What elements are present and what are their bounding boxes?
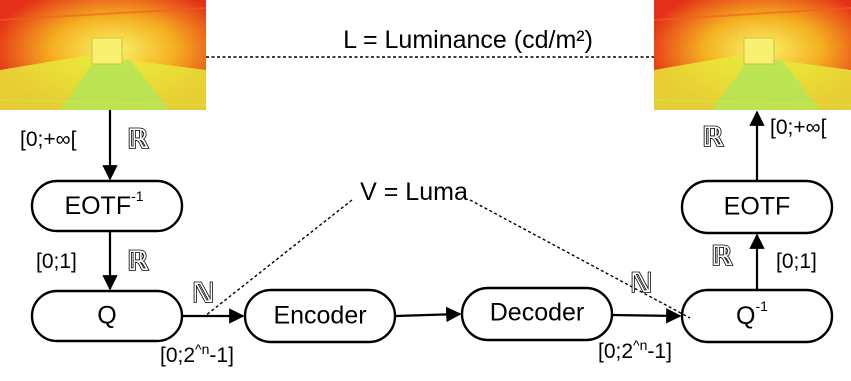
- decoder-label: Decoder: [490, 299, 585, 327]
- range-output-luminance: [0;+∞[: [770, 116, 827, 139]
- luminance-annotation: L = Luminance (cd/m²): [343, 26, 593, 54]
- range-quantized-out: [0;2^n-1]: [160, 341, 234, 367]
- quantizer-node: Q: [30, 289, 184, 343]
- svg-text:EOTF-1: EOTF-1: [64, 188, 143, 220]
- output-hdr-image: [653, 0, 851, 110]
- eotf-inverse-superscript: -1: [131, 188, 144, 204]
- dequantizer-label: Q: [736, 302, 755, 330]
- arrow-encoder-to-decoder: [394, 306, 462, 323]
- natural-set-symbol-decoded: ℕ: [630, 268, 653, 299]
- luma-annotation: V = Luma: [360, 178, 468, 206]
- eotf-inverse-label: EOTF: [64, 192, 131, 220]
- eotf-inverse-node: EOTF-1: [30, 179, 184, 233]
- range-normalized-out: [0;1]: [776, 250, 817, 273]
- dequantizer-superscript: -1: [756, 298, 769, 314]
- real-set-symbol-normalized: ℝ: [127, 246, 149, 277]
- arrow-decoder-to-dequantizer: [611, 308, 682, 324]
- eotf-label: EOTF: [724, 193, 791, 221]
- encoder-node: Encoder: [243, 288, 397, 344]
- real-set-symbol-input: ℝ: [127, 124, 149, 155]
- natural-set-symbol-quantized: ℕ: [192, 278, 215, 309]
- quantizer-label: Q: [97, 302, 116, 330]
- encoder-label: Encoder: [273, 302, 366, 330]
- svg-text:Q-1: Q-1: [736, 298, 768, 330]
- decoder-node: Decoder: [460, 286, 614, 342]
- real-set-symbol-dequantized: ℝ: [711, 241, 733, 272]
- dequantizer-node: Q-1: [680, 288, 834, 344]
- real-set-symbol-output: ℝ: [702, 122, 724, 153]
- eotf-node: EOTF: [680, 179, 834, 235]
- input-hdr-image: [0, 0, 207, 110]
- range-quantized-in: [0;2^n-1]: [598, 337, 672, 363]
- range-normalized-in: [0;1]: [36, 250, 77, 273]
- luma-connector-left: [204, 199, 353, 317]
- range-input-luminance: [0;+∞[: [20, 128, 77, 151]
